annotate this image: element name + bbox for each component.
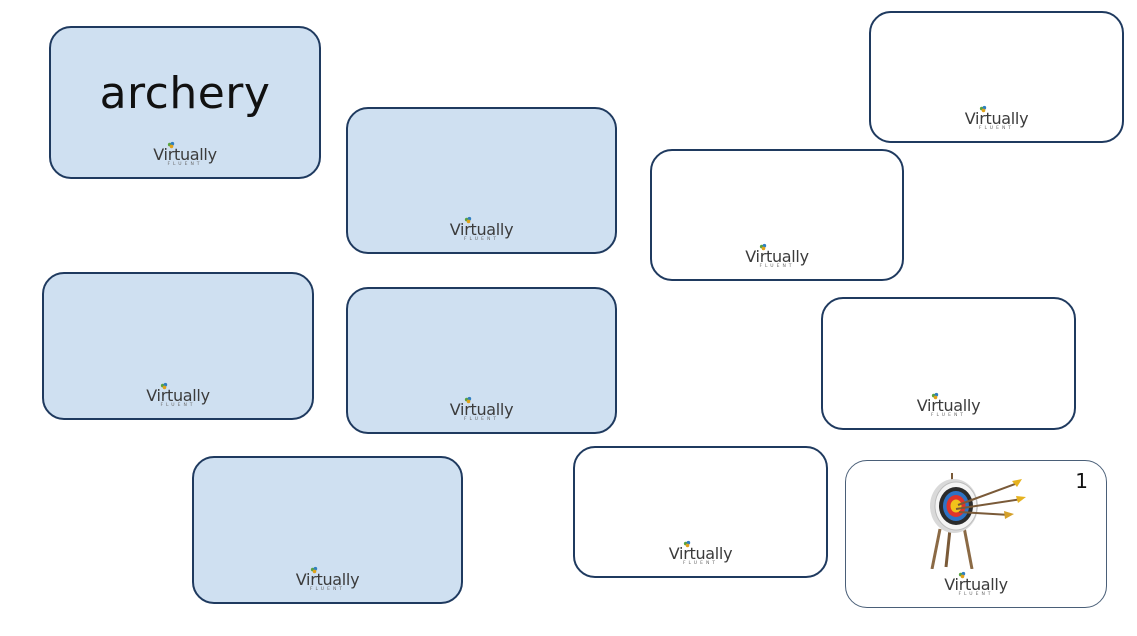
card[interactable]: Virtually FLUENT [346, 107, 617, 254]
card-counter: 1 [1075, 469, 1088, 493]
logo-mark-icon [310, 566, 317, 574]
card[interactable]: Virtually FLUENT [192, 456, 463, 604]
logo-subtext: FLUENT [309, 587, 346, 592]
logo-subtext: FLUENT [930, 413, 967, 418]
logo-mark-icon [683, 540, 690, 548]
logo-text: Virtually [295, 570, 360, 589]
logo-mark-icon [161, 382, 168, 390]
logo-mark-icon [464, 216, 471, 224]
logo-mark-icon [168, 141, 175, 149]
virtually-fluent-logo: Virtually FLUENT [348, 216, 615, 246]
logo-text: Virtually [745, 247, 809, 266]
logo-text: Virtually [449, 220, 514, 239]
logo-mark-icon [464, 396, 471, 404]
archery-target-icon [930, 473, 1026, 569]
virtually-fluent-logo: Virtually FLUENT [44, 382, 312, 412]
card[interactable]: Virtually FLUENT [42, 272, 314, 420]
logo-text: Virtually [916, 396, 981, 415]
logo-subtext: FLUENT [463, 417, 500, 422]
logo-subtext: FLUENT [759, 264, 795, 269]
virtually-fluent-logo: Virtually FLUENT [652, 243, 902, 273]
logo-text: Virtually [153, 145, 217, 164]
logo-subtext: FLUENT [682, 561, 719, 566]
card[interactable]: Virtually FLUENT [869, 11, 1124, 143]
card[interactable]: Virtually FLUENT [346, 287, 617, 434]
logo-text: Virtually [146, 386, 210, 405]
logo-subtext: FLUENT [167, 162, 203, 167]
card-archery-target[interactable]: 1 Virtually FLUENT [845, 460, 1107, 608]
logo-subtext: FLUENT [463, 237, 500, 242]
virtually-fluent-logo: Virtually FLUENT [194, 566, 461, 596]
logo-subtext: FLUENT [160, 403, 196, 408]
logo-text: Virtually [668, 544, 733, 563]
virtually-fluent-logo: Virtually FLUENT [51, 141, 319, 171]
virtually-fluent-logo: Virtually FLUENT [823, 392, 1074, 422]
logo-text: Virtually [449, 400, 514, 419]
logo-mark-icon [959, 571, 966, 579]
logo-text: Virtually [964, 109, 1029, 128]
logo-subtext: FLUENT [958, 592, 994, 597]
logo-subtext: FLUENT [978, 126, 1015, 131]
card[interactable]: Virtually FLUENT [573, 446, 828, 578]
card-archery[interactable]: archery Virtually FLUENT [49, 26, 321, 179]
card[interactable]: Virtually FLUENT [821, 297, 1076, 430]
logo-mark-icon [760, 243, 767, 251]
virtually-fluent-logo: Virtually FLUENT [575, 540, 826, 570]
virtually-fluent-logo: Virtually FLUENT [348, 396, 615, 426]
logo-mark-icon [931, 392, 938, 400]
logo-mark-icon [979, 105, 986, 113]
virtually-fluent-logo: Virtually FLUENT [846, 571, 1106, 601]
card-word: archery [99, 68, 271, 119]
logo-text: Virtually [944, 575, 1008, 594]
virtually-fluent-logo: Virtually FLUENT [871, 105, 1122, 135]
card[interactable]: Virtually FLUENT [650, 149, 904, 281]
